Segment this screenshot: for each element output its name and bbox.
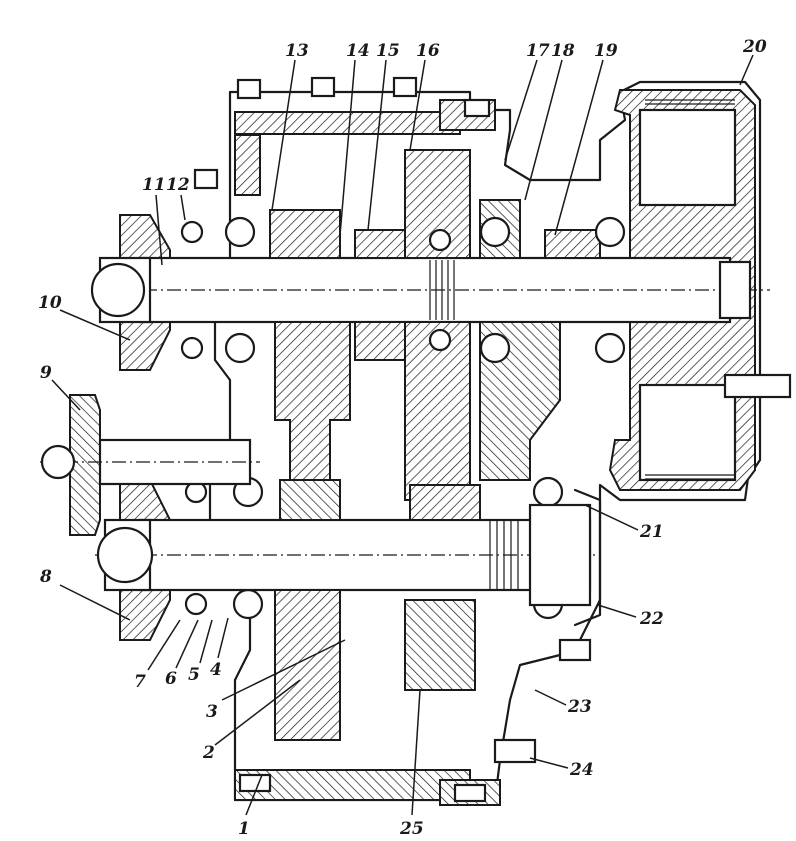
callout-2: 2 — [202, 743, 215, 763]
callout-24: 24 — [569, 760, 594, 780]
callout-19: 19 — [594, 41, 618, 61]
callout-6: 6 — [165, 669, 177, 689]
callout-11: 11 — [142, 175, 166, 195]
callout-21: 21 — [639, 522, 664, 542]
callout-22: 22 — [639, 609, 664, 629]
lower-gears — [274, 479, 481, 741]
callout-4: 4 — [210, 660, 222, 680]
callout-25: 25 — [399, 819, 424, 839]
callout-12: 12 — [166, 175, 190, 195]
callout-18: 18 — [551, 41, 575, 61]
upper-gears — [269, 149, 601, 501]
callout-23: 23 — [567, 697, 592, 717]
bearings — [180, 216, 626, 620]
callout-16: 16 — [416, 41, 440, 61]
callout-8: 8 — [39, 567, 52, 587]
callout-labels: 1 2 3 4 5 6 7 8 9 10 11 12 13 14 15 16 1… — [38, 37, 767, 839]
callout-13: 13 — [285, 41, 309, 61]
lower-shaft — [95, 488, 602, 627]
callout-17: 17 — [526, 41, 550, 61]
leader-lines — [51, 54, 754, 816]
callout-15: 15 — [376, 41, 400, 61]
upper-shaft — [90, 256, 770, 324]
callout-3: 3 — [206, 702, 218, 722]
callout-5: 5 — [188, 665, 200, 685]
callout-20: 20 — [742, 37, 767, 57]
middle-shaft — [40, 438, 260, 486]
callout-14: 14 — [346, 41, 370, 61]
callout-9: 9 — [40, 363, 52, 383]
callout-1: 1 — [238, 819, 250, 839]
callout-10: 10 — [38, 293, 62, 313]
callout-7: 7 — [134, 672, 146, 692]
